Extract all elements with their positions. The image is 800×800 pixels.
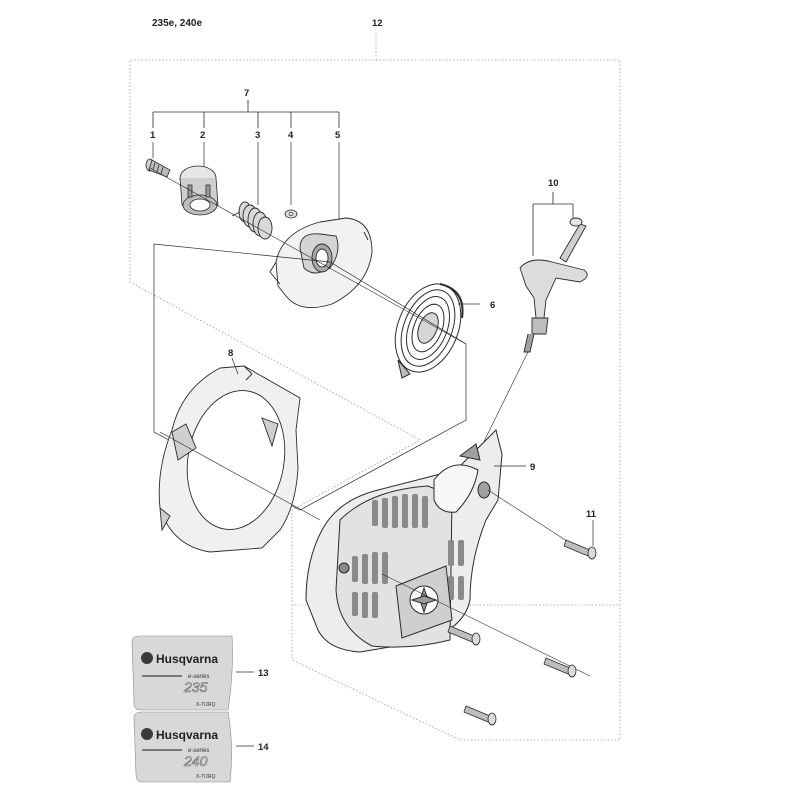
hub-part-2 <box>179 165 219 216</box>
group-bracket-7 <box>152 100 340 128</box>
screws-part-11 <box>447 539 597 726</box>
recoil-spring-part-6 <box>394 283 464 379</box>
decal-code: X-TORQ <box>196 702 215 708</box>
callout-6: 6 <box>490 300 495 311</box>
callout-2: 2 <box>200 130 205 141</box>
leader-lines-top <box>152 142 340 220</box>
callout-4: 4 <box>288 130 294 141</box>
screw-part-1 <box>145 158 171 178</box>
leader-8 <box>231 357 239 375</box>
husqvarna-crown-icon <box>141 652 153 664</box>
callout-7: 7 <box>244 88 249 99</box>
husqvarna-crown-icon <box>141 728 153 740</box>
assembly-boundary-12 <box>129 34 621 606</box>
decal-series: e-series <box>188 674 209 680</box>
starter-handle-part-10 <box>519 217 588 353</box>
axis-line-cover <box>159 431 321 521</box>
callout-1: 1 <box>150 130 156 141</box>
decal-model: 235 <box>183 679 208 695</box>
fan-cover-part-8 <box>158 365 301 553</box>
decal-code: X-TORQ <box>196 774 215 780</box>
spring-part-3 <box>231 201 273 240</box>
decal-235-part-13: Husqvarna e-series 235 X-TORQ <box>131 635 233 711</box>
washer-part-4 <box>284 209 298 219</box>
callout-5: 5 <box>335 130 341 141</box>
callout-12: 12 <box>372 18 383 29</box>
model-label: 235e, 240e <box>152 18 203 29</box>
decal-series: e-series <box>188 748 209 754</box>
decal-model: 240 <box>183 753 208 769</box>
callout-3: 3 <box>255 130 260 141</box>
callout-14: 14 <box>258 742 269 753</box>
callout-11: 11 <box>586 509 597 520</box>
callout-8: 8 <box>228 348 233 359</box>
callout-13: 13 <box>258 668 269 679</box>
group-bracket-10 <box>532 192 574 256</box>
callout-9: 9 <box>530 462 535 473</box>
starter-housing-part-9 <box>305 429 503 653</box>
axis-line <box>149 167 467 345</box>
vent-slots <box>352 494 464 618</box>
decal-brand: Husqvarna <box>156 728 218 742</box>
callout-10: 10 <box>548 178 559 189</box>
pulley-part-5 <box>269 217 373 309</box>
axis-line-housing <box>381 573 591 677</box>
inner-frame <box>153 243 467 511</box>
decal-240-part-14: Husqvarna e-series 240 X-TORQ <box>133 711 232 783</box>
decal-brand: Husqvarna <box>156 652 218 666</box>
